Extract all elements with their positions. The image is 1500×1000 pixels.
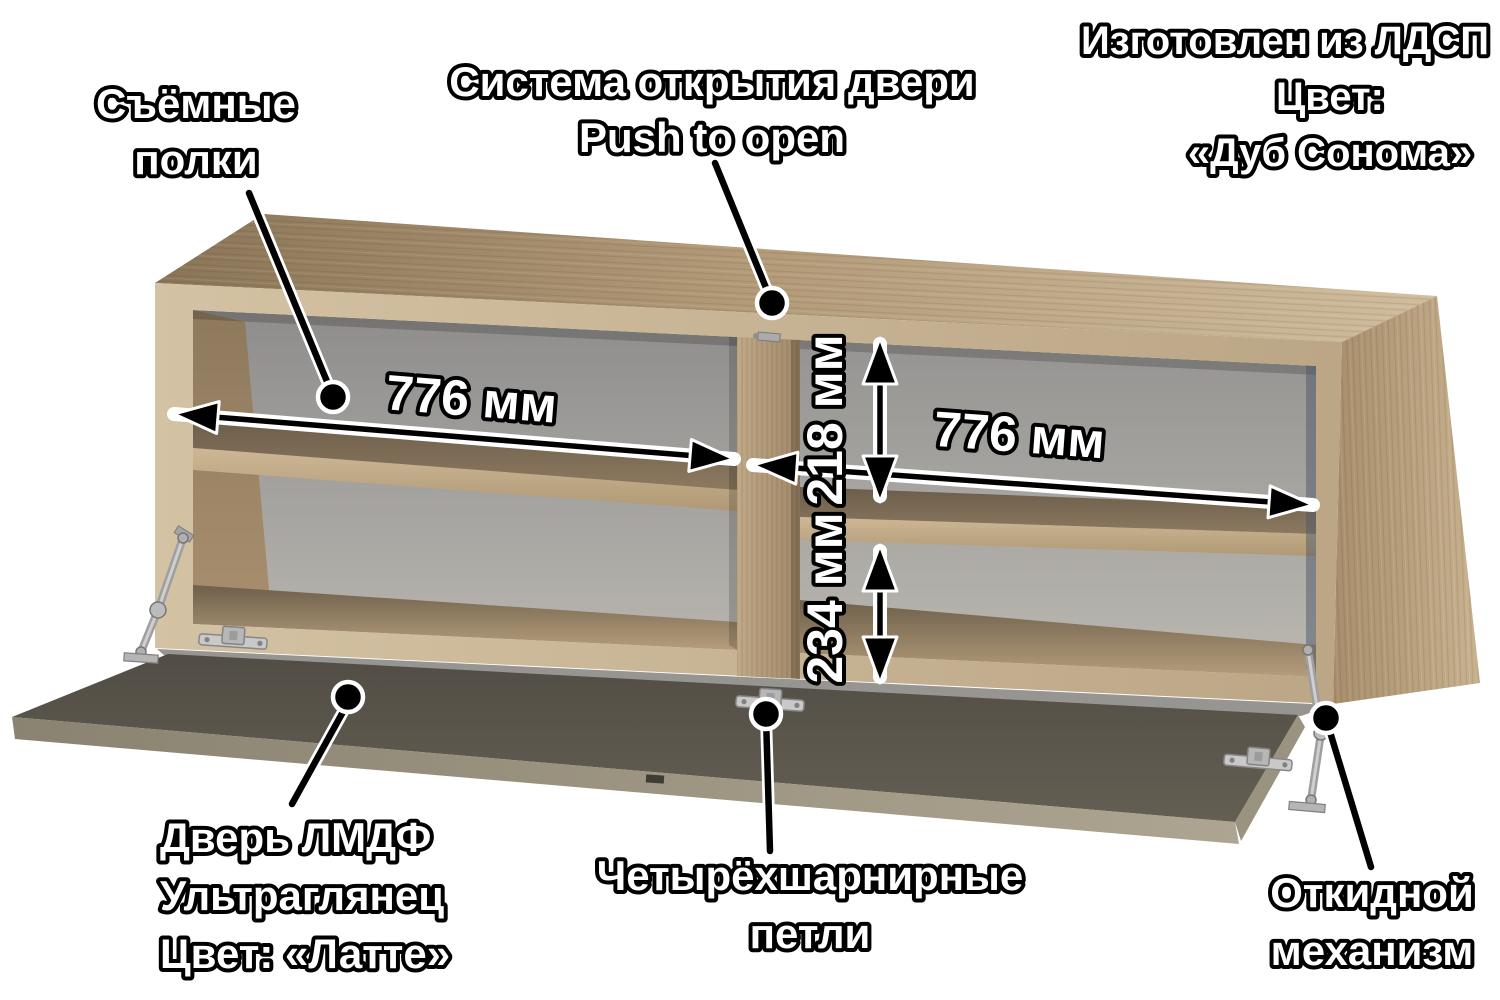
arrowhead-down xyxy=(861,635,899,685)
label-door-line2: Ультраглянец xyxy=(160,872,444,919)
divider-edge-shade xyxy=(791,340,800,679)
arrowhead-right xyxy=(1266,484,1315,520)
shelf-left-top xyxy=(193,415,737,490)
compartment-right xyxy=(800,340,1316,677)
label-door-line3: Цвет: «Латте» xyxy=(160,930,450,977)
compartment-left xyxy=(193,310,737,650)
leader-dot-hinges xyxy=(748,696,784,732)
leader-dot-flip xyxy=(1308,700,1344,736)
leader-door-system xyxy=(709,157,790,321)
flip-mechanism-right xyxy=(1288,644,1329,814)
label-hinges-line1: Четырёхшарнирные xyxy=(597,852,1024,899)
dim-upper-section-label: 218 мм xyxy=(797,334,853,505)
dimension-upper-section: 218 мм xyxy=(793,330,899,510)
arrowhead-up xyxy=(861,543,899,593)
arrowhead-right xyxy=(687,438,736,473)
bottom-panel-right xyxy=(800,600,1316,677)
label-material-line1: Изготовлен из ЛДСП xyxy=(1081,19,1489,63)
label-door-line1: Дверь ЛМДФ xyxy=(160,814,431,861)
door-catch-plate xyxy=(645,774,665,784)
flip-mechanism-left xyxy=(123,525,195,664)
label-material-line3: «Дуб Сонома» xyxy=(1188,131,1472,175)
labels: Съёмные полки Система открытия двери Pus… xyxy=(92,15,1493,981)
divider-grain xyxy=(737,337,800,679)
leader-hinges xyxy=(748,696,784,857)
leader-dot-door xyxy=(330,679,366,715)
leader-dot-door-system xyxy=(754,285,790,321)
leader-flip-mechanism xyxy=(1308,700,1377,873)
shadow-top-right-compartment xyxy=(800,340,1316,375)
dimension-lower-section: 234 мм xyxy=(793,508,899,688)
shelf-right-top xyxy=(800,487,1316,534)
arrowhead-left xyxy=(172,400,221,435)
bottom-panel-left xyxy=(193,585,737,650)
label-door-system-line2: Push to open xyxy=(579,114,845,161)
shadow-divider-left xyxy=(729,334,737,650)
label-flip-line1: Откидной xyxy=(1270,869,1474,916)
push-to-open-pin xyxy=(753,331,781,343)
label-door-system-line1: Система открытия двери xyxy=(449,58,974,105)
label-removable-shelves-line2: полки xyxy=(134,136,258,183)
leader-removable-shelves xyxy=(243,187,351,415)
shelf-left-edge xyxy=(193,448,737,511)
door-shadow-gap xyxy=(157,649,1333,716)
cabinet xyxy=(12,214,1480,844)
door-right-edge xyxy=(1235,715,1305,841)
label-removable-shelves-line1: Съёмные xyxy=(96,80,296,127)
leader-dot-shelves xyxy=(315,379,351,415)
shadow-corner-right xyxy=(1306,362,1316,677)
side-panel-right-grain xyxy=(1333,296,1480,704)
arrowhead-left xyxy=(751,450,800,486)
label-hinges-line2: петли xyxy=(750,910,871,957)
arrowhead-down xyxy=(861,454,899,504)
leader-door xyxy=(286,679,366,810)
shelf-right-edge xyxy=(800,517,1316,556)
dim-lower-section-label: 234 мм xyxy=(797,512,853,683)
top-panel-grain xyxy=(155,214,1437,342)
label-flip-line2: механизм xyxy=(1271,927,1474,974)
arrowhead-up xyxy=(861,336,899,386)
shadow-top-left-compartment xyxy=(193,310,737,346)
label-material-line2: Цвет: xyxy=(1276,75,1384,119)
